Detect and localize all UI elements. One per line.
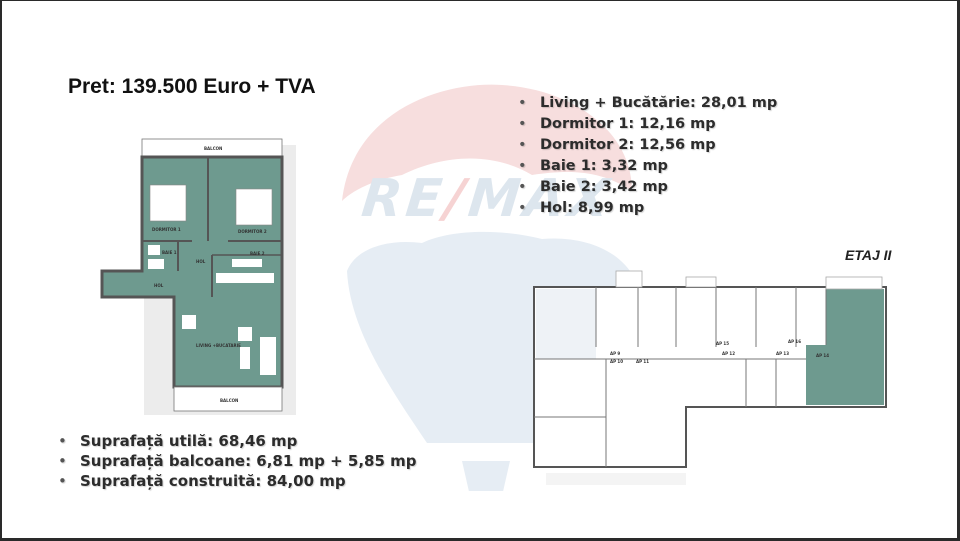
apartment-label: AP 11 bbox=[636, 359, 649, 364]
room-area-item: Baie 1: 3,32 mp bbox=[518, 156, 777, 177]
room-areas-list: Living + Bucătărie: 28,01 mp Dormitor 1:… bbox=[518, 93, 777, 219]
plan-label-dormitor-2: DORMITOR 2 bbox=[238, 229, 267, 234]
building-floor-plan: AP 9 AP 10 AP 11 AP 12 AP 13 AP 14 AP 15… bbox=[533, 270, 887, 485]
plan-label-baie-2: BAIE 2 bbox=[250, 251, 265, 256]
price-heading: Pret: 139.500 Euro + TVA bbox=[68, 75, 316, 98]
plan-label-balcon-top: BALCON bbox=[204, 146, 222, 151]
floor-label: ETAJ II bbox=[845, 247, 892, 263]
plan-label-baie-1: BAIE 1 bbox=[162, 250, 177, 255]
apartment-label: AP 12 bbox=[722, 351, 735, 356]
room-area-item: Living + Bucătărie: 28,01 mp bbox=[518, 93, 777, 114]
room-area-item: Dormitor 1: 12,16 mp bbox=[518, 114, 777, 135]
plan-label-hol-top: HOL bbox=[196, 259, 206, 264]
plan-label-dormitor-1: DORMITOR 1 bbox=[152, 227, 181, 232]
apartment-label: AP 10 bbox=[610, 359, 623, 364]
area-item: Suprafață balcoane: 6,81 mp + 5,85 mp bbox=[58, 451, 417, 471]
total-areas-list: Suprafață utilă: 68,46 mp Suprafață balc… bbox=[58, 431, 417, 491]
apartment-label: AP 14 bbox=[816, 353, 829, 358]
plan-label-living: LIVING +BUCATARIE bbox=[196, 343, 241, 348]
room-area-item: Hol: 8,99 mp bbox=[518, 198, 777, 219]
apartment-label: AP 9 bbox=[610, 351, 620, 356]
plan-label-balcon-bottom: BALCON bbox=[220, 398, 238, 403]
apartment-label: AP 13 bbox=[776, 351, 789, 356]
apartment-label: AP 16 bbox=[788, 339, 801, 344]
area-item: Suprafață construită: 84,00 mp bbox=[58, 471, 417, 491]
apartment-floor-plan: BALCON DORMITOR 1 DORMITOR 2 BAIE 1 BAIE… bbox=[100, 138, 296, 415]
room-area-item: Baie 2: 3,42 mp bbox=[518, 177, 777, 198]
area-item: Suprafață utilă: 68,46 mp bbox=[58, 431, 417, 451]
apartment-label: AP 15 bbox=[716, 341, 729, 346]
room-area-item: Dormitor 2: 12,56 mp bbox=[518, 135, 777, 156]
plan-label-hol: HOL bbox=[154, 283, 164, 288]
